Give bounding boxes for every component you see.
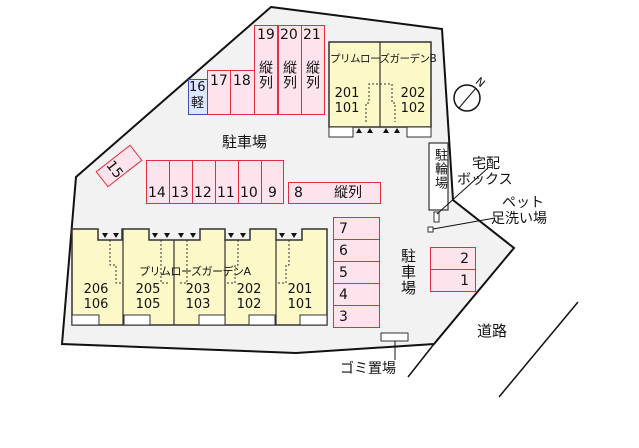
unit-upper: 201	[334, 86, 360, 101]
tandem-label: 縦列	[304, 60, 320, 90]
tandem-label: 縦列	[257, 60, 273, 90]
spot-number: 2	[460, 251, 469, 267]
delivery-box-marker	[433, 211, 440, 223]
bicycle-parking-label: 駐輪場	[432, 148, 447, 190]
building-b-porch-left	[328, 126, 354, 138]
unit-lower: 102	[236, 297, 262, 312]
parking-spot-7[interactable]: 7	[333, 217, 380, 240]
spot-number: 1	[460, 273, 469, 289]
spot-number: 11	[217, 185, 235, 201]
parking-spot-4[interactable]: 4	[333, 283, 380, 306]
spot-number: 7	[339, 221, 348, 237]
pet-wash-marker	[427, 226, 434, 233]
unit-lower: 101	[334, 101, 360, 116]
parking-spot-10[interactable]: 10	[238, 160, 262, 204]
delivery-box-label-1: 宅配	[472, 156, 500, 172]
garbage-label: ゴミ置場	[340, 361, 396, 377]
road-far-line	[498, 301, 579, 398]
unit-upper: 202	[236, 282, 262, 297]
pet-wash-label-1: ペット	[502, 195, 544, 211]
unit-upper: 203	[185, 282, 211, 297]
unit-lower: 101	[287, 297, 313, 312]
unit-lower: 106	[83, 297, 109, 312]
unit-upper: 202	[400, 86, 426, 101]
unit-upper: 206	[83, 282, 109, 297]
parking-label: 駐車場	[222, 133, 268, 151]
spot-number: 13	[171, 185, 189, 201]
unit-lower: 103	[185, 297, 211, 312]
tandem-label: 縦列	[334, 185, 362, 201]
unit-upper: 205	[135, 282, 161, 297]
parking-label-right: 駐車場	[399, 248, 417, 296]
parking-spot-9[interactable]: 9	[261, 160, 284, 204]
parking-spot-21[interactable]: 21 縦列	[301, 25, 325, 115]
parking-spot-18[interactable]: 18	[230, 70, 255, 115]
parking-spot-17[interactable]: 17	[207, 70, 231, 115]
spot-number: 20	[280, 27, 298, 43]
spot-number: 10	[240, 185, 258, 201]
parking-spot-1[interactable]: 1	[430, 269, 476, 292]
bicycle-parking-box	[428, 142, 449, 211]
entrance-arrows	[356, 128, 400, 133]
compass-icon	[453, 84, 481, 112]
parking-spot-19[interactable]: 19 縦列	[254, 25, 278, 115]
building-a-name: プリムローズガーデンA	[139, 265, 251, 278]
parking-spot-5[interactable]: 5	[333, 261, 380, 284]
spot-number: 8	[294, 185, 303, 201]
parking-spot-16-kei[interactable]: 16 軽	[188, 79, 208, 115]
road-edge-line	[407, 343, 435, 378]
parking-spot-6[interactable]: 6	[333, 239, 380, 262]
parking-spot-8[interactable]: 8 縦列	[288, 182, 381, 204]
building-a-entrance-arrows	[102, 233, 297, 238]
spot-number: 16	[189, 80, 206, 95]
building-b-porch-right	[406, 126, 432, 138]
unit-lower: 102	[400, 101, 426, 116]
spot-number: 12	[194, 185, 212, 201]
unit-upper: 201	[287, 282, 313, 297]
building-b-unit-202-102: 202 102	[396, 86, 430, 116]
road-label: 道路	[477, 322, 508, 340]
tandem-label: 縦列	[281, 60, 297, 90]
parking-spot-2[interactable]: 2	[430, 247, 476, 270]
parking-spot-11[interactable]: 11	[215, 160, 239, 204]
spot-number: 18	[233, 73, 251, 89]
building-a-porches	[71, 314, 328, 326]
parking-spot-3[interactable]: 3	[333, 305, 380, 328]
spot-number: 17	[210, 73, 228, 89]
spot-number: 5	[339, 265, 348, 281]
spot-number: 19	[257, 27, 275, 43]
parking-spot-12[interactable]: 12	[192, 160, 216, 204]
spot-number: 21	[303, 27, 321, 43]
building-b-name: プリムローズガーデンB	[330, 53, 437, 65]
building-b-unit-201-101: 201 101	[330, 86, 364, 116]
delivery-box-label-2: ボックス	[457, 172, 513, 188]
spot-number: 4	[339, 287, 348, 303]
garbage-box	[380, 332, 409, 342]
unit-lower: 105	[135, 297, 161, 312]
spot-number: 9	[268, 185, 277, 201]
pet-wash-label-2: 足洗い場	[491, 211, 547, 227]
kei-label: 軽	[191, 96, 205, 111]
parking-spot-20[interactable]: 20 縦列	[278, 25, 302, 115]
spot-number: 6	[339, 243, 348, 259]
parking-spot-14[interactable]: 14	[146, 160, 170, 204]
parking-spot-13[interactable]: 13	[169, 160, 193, 204]
spot-number: 3	[339, 309, 348, 325]
spot-number: 14	[148, 185, 166, 201]
